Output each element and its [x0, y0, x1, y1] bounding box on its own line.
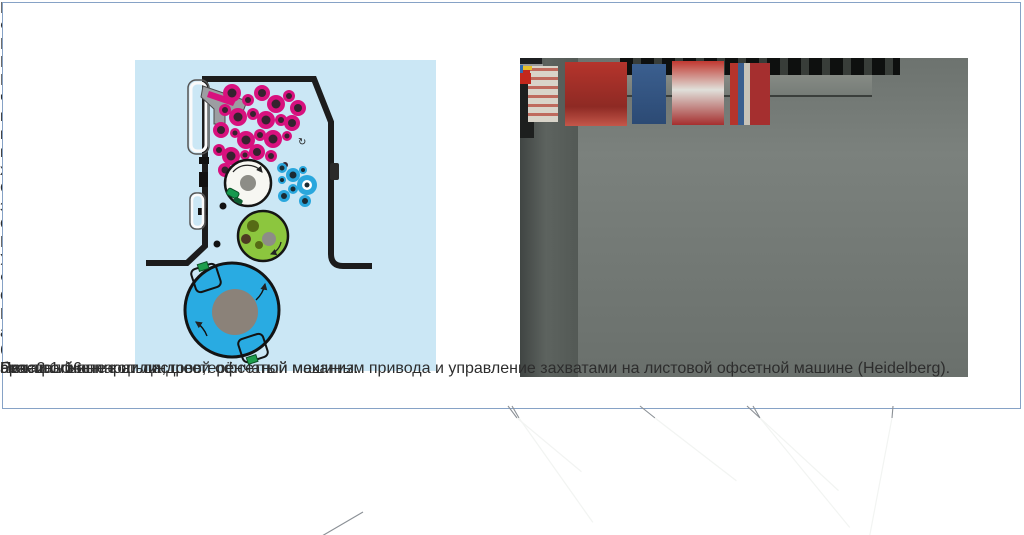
print-block	[565, 62, 627, 126]
impression-cylinder	[183, 260, 281, 365]
caption-item-b: бконтрольные кольца, шестерёнчатый механ…	[0, 360, 950, 378]
leader-lines-gray	[322, 405, 894, 535]
caption-item-a: арасположение цилиндров;	[0, 360, 206, 378]
panel-button	[520, 65, 523, 73]
diagram-a-panel: ↻	[135, 60, 436, 371]
leader-lines-white	[516, 417, 893, 535]
leader-lines-svg	[322, 405, 894, 535]
figure-number: Рис. 2.1-16	[0, 360, 82, 377]
diagram-frame	[146, 76, 372, 269]
right-control-panel	[520, 58, 542, 84]
caption-item-b-text: контрольные кольца, шестерёнчатый механи…	[9, 360, 951, 377]
figure-title: Печатный аппарат листовой офсетной машин…	[0, 360, 359, 377]
print-block	[672, 61, 724, 125]
caption-item-a-marker: а	[0, 360, 9, 377]
print-block	[730, 63, 770, 125]
print-block	[528, 66, 558, 122]
dampening-rollers	[277, 163, 317, 207]
caption-item-a-text: расположение цилиндров;	[8, 360, 207, 377]
caption-item-b-marker: б	[0, 360, 10, 377]
photo-b-press	[520, 58, 968, 377]
emergency-stop-button	[520, 73, 531, 84]
diagram-a-svg: ↻	[146, 76, 372, 365]
panel-logo	[520, 58, 542, 65]
machine-right-frame	[860, 58, 968, 377]
svg-text:↻: ↻	[298, 137, 306, 148]
plate-cylinder	[223, 158, 273, 208]
offset-cylinder	[213, 202, 290, 263]
print-block	[632, 64, 666, 124]
leader-endpoints	[581, 471, 853, 531]
